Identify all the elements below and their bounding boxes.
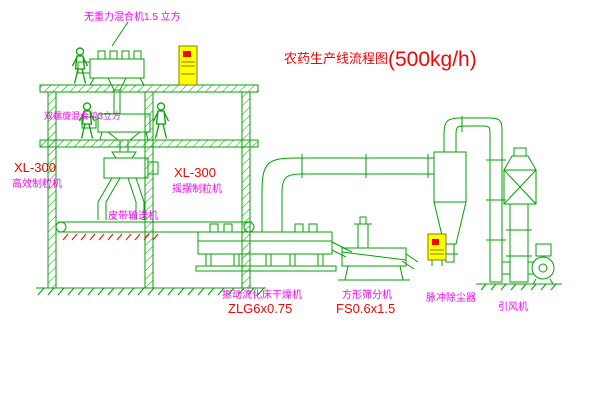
double-screw-mixer	[81, 113, 151, 152]
duct-flanges	[301, 154, 429, 178]
cyclone-separator	[433, 134, 467, 263]
control-cabinet-top	[178, 45, 198, 86]
label-sieve-name: 方形筛分机	[342, 288, 392, 301]
label-dust-collector: 脉冲除尘器	[426, 291, 476, 304]
label-belt-conveyor: 皮带输送机	[108, 209, 158, 222]
leader-line	[111, 21, 129, 47]
gravity-mixer	[77, 21, 145, 114]
red-indicator	[432, 239, 439, 245]
ground-hatch	[37, 287, 265, 296]
red-indicator	[183, 51, 191, 57]
label-dryer-name: 振动流化床干燥机	[222, 288, 302, 301]
exhaust-duct	[261, 154, 434, 193]
label-granulator-mid-model: XL-300	[174, 165, 216, 180]
label-granulator-mid-name: 摇摆制粒机	[172, 182, 222, 195]
x-brace	[503, 169, 537, 205]
labels: 无重力混合机1.5 立方 农药生产线流程图 (500kg/h) 双螺旋混合机3立…	[12, 10, 528, 316]
label-fan: 引风机	[498, 300, 528, 313]
label-dryer-model: ZLG6x0.75	[228, 301, 292, 316]
cyclone-outlet-duct	[443, 116, 510, 283]
foundation-hatch-red	[62, 233, 159, 241]
label-granulator-left-name: 高效制粒机	[12, 177, 62, 190]
square-sieve	[331, 216, 419, 281]
worker-figure-floor2-right	[152, 102, 170, 140]
diagram-title: 农药生产线流程图	[284, 51, 388, 66]
ground-right	[476, 283, 562, 291]
label-screw-mixer: 双螺旋混合机3立方	[44, 110, 121, 121]
diagram-capacity: (500kg/h)	[388, 48, 477, 71]
worker-figure-roof	[71, 47, 89, 85]
building-structure	[36, 84, 266, 296]
induced-draft-fan	[528, 243, 555, 285]
control-cabinet-right	[427, 233, 447, 266]
fluid-bed-dryer	[195, 192, 337, 272]
label-top-mixer: 无重力混合机1.5 立方	[84, 10, 181, 23]
label-sieve-model: FS0.6x1.5	[336, 301, 395, 316]
granulator	[97, 151, 159, 220]
label-granulator-left-model: XL-300	[14, 160, 56, 175]
duct-flanges	[461, 116, 506, 241]
pulse-dust-collector	[503, 147, 537, 283]
